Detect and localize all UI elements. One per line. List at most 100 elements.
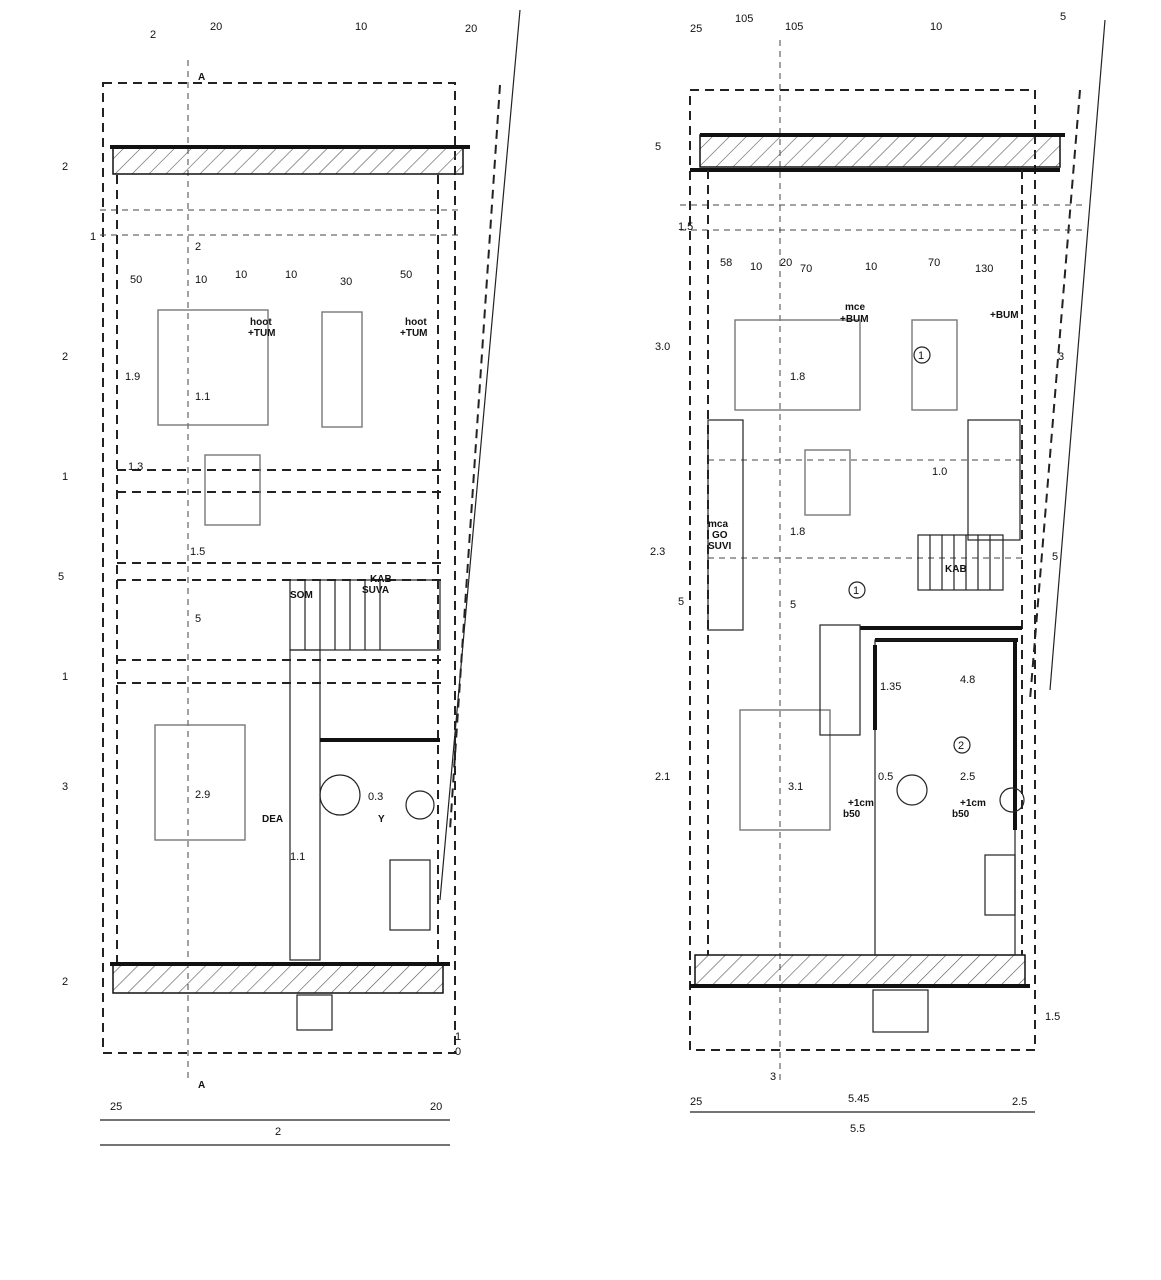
left-plan-dim-interior: 1.1 <box>195 391 210 403</box>
left-plan-room-label: SOM <box>290 590 313 601</box>
left-plan-dim-interior: 1.1 <box>290 851 305 863</box>
right-plan-dim-interior: 5 <box>790 599 796 611</box>
right-plan-room-label: +BUM <box>840 314 869 325</box>
left-plan-room-label: hoot <box>405 317 427 328</box>
left-plan-dim-bottom: 20 <box>430 1101 442 1113</box>
left-plan-stairs <box>289 579 441 651</box>
left-plan-entry-steps <box>296 994 333 1031</box>
left-floor-plan: A A 2 20 10 20 2 1 2 1 5 1 3 2 25 2 20 1… <box>58 9 521 1146</box>
right-plan-room-label: KAB <box>945 564 967 575</box>
right-plan-dim-interior: 3.1 <box>788 781 803 793</box>
right-plan-dim-interior: 1.8 <box>790 371 805 383</box>
right-plan-stairs <box>917 534 1004 591</box>
left-plan-room-label: +TUM <box>400 328 428 339</box>
right-plan-dim-interior: 130 <box>975 263 993 275</box>
right-plan-dim-left: 5 <box>678 596 684 608</box>
left-plan-dim-interior: 10 <box>285 269 297 281</box>
right-plan-dim-interior: 20 <box>780 257 792 269</box>
right-plan-room-label: b50 <box>952 809 970 820</box>
left-plan-room-label: SUVA <box>362 585 389 596</box>
left-plan-dim-interior: 1.3 <box>128 461 143 473</box>
right-plan-dim-interior: 2.5 <box>960 771 975 783</box>
right-plan-dim-right: 3 <box>1058 351 1064 363</box>
right-plan-closet <box>819 624 861 736</box>
left-plan-room-label: hoot <box>250 317 272 328</box>
right-plan-room-label: mca <box>708 519 728 530</box>
right-plan-bottom-wall <box>694 954 1026 986</box>
left-plan-wardrobe <box>321 311 363 428</box>
left-plan-dim-interior: 1.9 <box>125 371 140 383</box>
left-plan-dim-interior: 10 <box>195 274 207 286</box>
left-plan-slanted-boundary <box>449 84 501 831</box>
right-plan-dim-interior: 1.0 <box>932 466 947 478</box>
right-plan-dim-interior: 70 <box>800 263 812 275</box>
right-plan-room-label: GO <box>712 530 728 541</box>
right-plan-room-label: +1cm <box>848 798 874 809</box>
left-plan-bed-lower <box>154 724 246 841</box>
left-plan-room-label: +TUM <box>248 328 276 339</box>
right-plan-bed <box>734 319 861 411</box>
right-plan-toilet-icon <box>896 774 928 806</box>
left-plan-dim-bottom: 2 <box>275 1126 281 1138</box>
right-plan-dim-top: 10 <box>930 21 942 33</box>
right-plan-cabinet <box>707 419 744 631</box>
right-plan-wardrobe <box>911 319 958 411</box>
left-plan-bottom-wall <box>112 964 444 994</box>
right-plan-mark: 2 <box>958 740 964 752</box>
right-plan-dim-interior: 1.35 <box>880 681 901 693</box>
right-plan-dim-top: 105 <box>785 21 803 33</box>
left-plan-dim-interior: 30 <box>340 276 352 288</box>
left-plan-dim-left: 2 <box>62 161 68 173</box>
right-plan-sink-icon <box>999 787 1025 813</box>
left-plan-table <box>204 454 261 526</box>
left-plan-partition <box>289 649 321 961</box>
right-plan-mark: 1 <box>918 350 924 362</box>
left-plan-bed <box>157 309 269 426</box>
right-plan-room-label: +1cm <box>960 798 986 809</box>
right-plan-table <box>804 449 851 516</box>
right-plan-dim-bottom: 5.45 <box>848 1093 869 1105</box>
left-plan-top-wall <box>112 145 464 175</box>
left-plan-dim-interior: 50 <box>130 274 142 286</box>
left-plan-dim-left: 1 <box>62 471 68 483</box>
right-plan-dim-bottom: 25 <box>690 1096 702 1108</box>
left-plan-dim-left: 5 <box>58 571 64 583</box>
right-floor-plan: 1 1 2 3 25 105 105 10 5 5 1.5 3.0 2.3 5 … <box>650 11 1106 1135</box>
right-plan-dim-interior: 10 <box>750 261 762 273</box>
left-plan-fixture <box>389 859 431 931</box>
left-plan-dim-interior: 2 <box>195 241 201 253</box>
right-plan-dim-left: 5 <box>655 141 661 153</box>
left-plan-dim-left: 1 <box>62 671 68 683</box>
right-plan-dim-top: 5 <box>1060 11 1066 23</box>
right-plan-dim-left: 2.1 <box>655 771 670 783</box>
left-plan-dim-top: 2 <box>150 29 156 41</box>
right-plan-room-label: mce <box>845 302 865 313</box>
left-plan-dim-bottom: 25 <box>110 1101 122 1113</box>
left-plan-room-label: KAB <box>370 574 392 585</box>
left-plan-toilet-icon <box>319 774 361 816</box>
left-plan-dim-interior: 5 <box>195 613 201 625</box>
right-plan-shower <box>984 854 1016 916</box>
right-plan-room-label: b50 <box>843 809 861 820</box>
right-plan-dim-interior: 10 <box>865 261 877 273</box>
left-plan-sink-icon <box>405 790 435 820</box>
right-plan-dim-left: 2.3 <box>650 546 665 558</box>
left-plan-section-mark-bottom: A <box>198 1080 205 1091</box>
left-plan-outer-frame <box>102 82 456 1054</box>
left-plan-dim-interior: 0.3 <box>368 791 383 803</box>
left-plan-dim-interior: 50 <box>400 269 412 281</box>
left-plan-dim-right: 1 <box>455 1031 461 1043</box>
right-plan-dim-bottom: 2.5 <box>1012 1096 1027 1108</box>
right-plan-mark: 1 <box>853 585 859 597</box>
left-plan-dim-left: 2 <box>62 976 68 988</box>
right-plan-dim-top: 105 <box>735 13 753 25</box>
right-plan-dim-interior: 58 <box>720 257 732 269</box>
right-plan-dim-top: 25 <box>690 23 702 35</box>
right-plan-bed-lower <box>739 709 831 831</box>
left-plan-room-label: DEA <box>262 814 283 825</box>
right-plan-dim-left: 1.5 <box>678 221 693 233</box>
left-plan-dim-right: 0 <box>455 1046 461 1058</box>
right-plan-dim-interior: 4.8 <box>960 674 975 686</box>
right-plan-dim-right: 5 <box>1052 551 1058 563</box>
